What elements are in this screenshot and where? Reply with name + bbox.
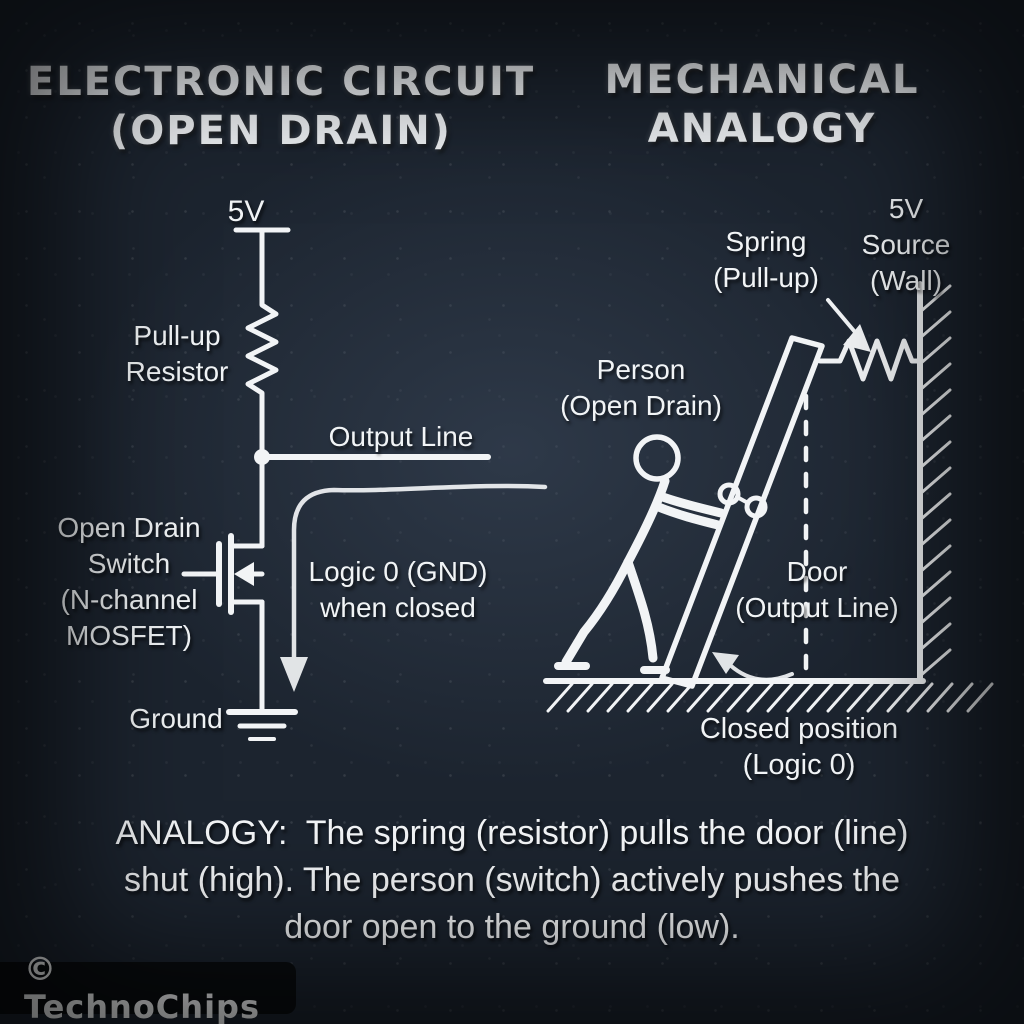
spring-pointer-arrow [826, 298, 871, 352]
closed-position-label: Closed position (Logic 0) [699, 713, 907, 781]
supply-voltage-label: 5V [227, 195, 265, 228]
door [659, 335, 825, 689]
ground-label: Ground [129, 703, 223, 734]
person-figure [554, 434, 726, 674]
wall-hatching [918, 284, 952, 678]
logic0-label: Logic 0 (GND) when closed [308, 556, 488, 623]
watermark-text: © TechnoChips [24, 950, 260, 1024]
left-title: ELECTRONIC CIRCUIT (OPEN DRAIN) [26, 59, 536, 154]
logic0-arrow [280, 483, 548, 692]
door-handle [717, 482, 768, 519]
spring-label: Spring (Pull-up) [713, 226, 819, 293]
output-line-label: Output Line [328, 421, 474, 452]
right-title: MECHANICAL ANALOGY [604, 57, 920, 152]
ground-symbol [226, 709, 298, 741]
pullup-resistor-label: Pull-up Resistor [125, 320, 229, 387]
mosfet-arrow [234, 562, 254, 586]
analogy-caption: ANALOGY: The spring (resistor) pulls the… [115, 814, 909, 946]
person-label: Person (Open Drain) [560, 354, 722, 421]
source-wall-label: 5V Source (Wall) [861, 193, 951, 296]
spring-symbol [817, 338, 923, 382]
door-pointer-arrow [712, 652, 794, 682]
floor-hatching [546, 682, 994, 713]
door-label: Door (Output Line) [735, 556, 899, 623]
watermark-badge: © TechnoChips [0, 950, 296, 1024]
open-drain-switch-label: Open Drain Switch (N-channel MOSFET) [57, 512, 201, 651]
analogy-drawing [543, 281, 994, 713]
mosfet-symbol [181, 533, 265, 615]
circuit-drawing [181, 227, 548, 741]
pullup-resistor-symbol [245, 227, 279, 460]
